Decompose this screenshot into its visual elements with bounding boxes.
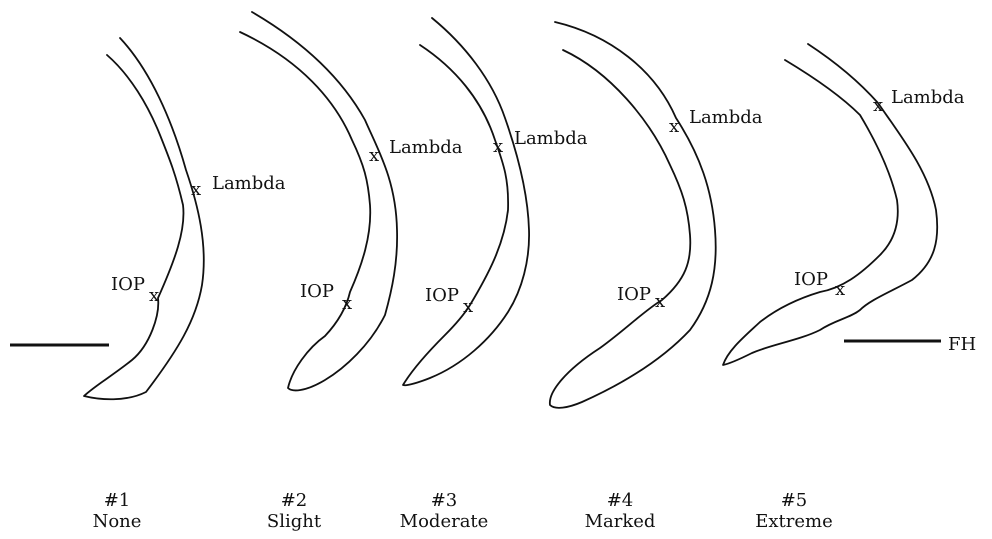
iop-label-2: IOP xyxy=(300,281,334,302)
grade-name-5: Extreme xyxy=(755,511,833,532)
grade-number-2: #2 xyxy=(281,490,308,511)
lambda-label-5: Lambda xyxy=(891,87,965,108)
iop-label-3: IOP xyxy=(425,285,459,306)
grade-number-1: #1 xyxy=(104,490,131,511)
lambda-marker-1: x xyxy=(191,179,201,200)
grade-number-4: #4 xyxy=(607,490,634,511)
grade-name-1: None xyxy=(93,511,142,532)
profile-3: x Lambda x IOP xyxy=(403,18,588,385)
iop-label-5: IOP xyxy=(794,269,828,290)
iop-marker-1: x xyxy=(149,285,159,306)
grade-number-5: #5 xyxy=(781,490,808,511)
lambda-marker-5: x xyxy=(873,95,883,116)
fh-label: FH xyxy=(948,334,976,355)
profile-2-outline xyxy=(240,12,397,390)
iop-marker-2: x xyxy=(342,293,352,314)
grade-captions: #1 None #2 Slight #3 Moderate #4 Marked … xyxy=(93,490,833,532)
iop-marker-3: x xyxy=(463,296,473,317)
lambda-marker-3: x xyxy=(493,136,503,157)
lambda-marker-4: x xyxy=(669,116,679,137)
lambda-label-4: Lambda xyxy=(689,107,763,128)
profile-4-outline xyxy=(550,22,716,408)
grade-name-3: Moderate xyxy=(400,511,489,532)
grade-name-4: Marked xyxy=(585,511,656,532)
iop-marker-4: x xyxy=(655,291,665,312)
iop-label-4: IOP xyxy=(617,284,651,305)
lambda-label-1: Lambda xyxy=(212,173,286,194)
lambda-label-2: Lambda xyxy=(389,137,463,158)
profile-2: x Lambda x IOP xyxy=(240,12,463,390)
iop-label-1: IOP xyxy=(111,274,145,295)
profile-3-outline xyxy=(403,18,529,385)
profile-5: x Lambda x IOP FH xyxy=(723,44,976,365)
lambda-label-3: Lambda xyxy=(514,128,588,149)
profile-1: x Lambda x IOP xyxy=(10,38,286,399)
lambda-marker-2: x xyxy=(369,145,379,166)
iop-marker-5: x xyxy=(835,279,845,300)
grade-number-3: #3 xyxy=(431,490,458,511)
grade-name-2: Slight xyxy=(267,511,322,532)
